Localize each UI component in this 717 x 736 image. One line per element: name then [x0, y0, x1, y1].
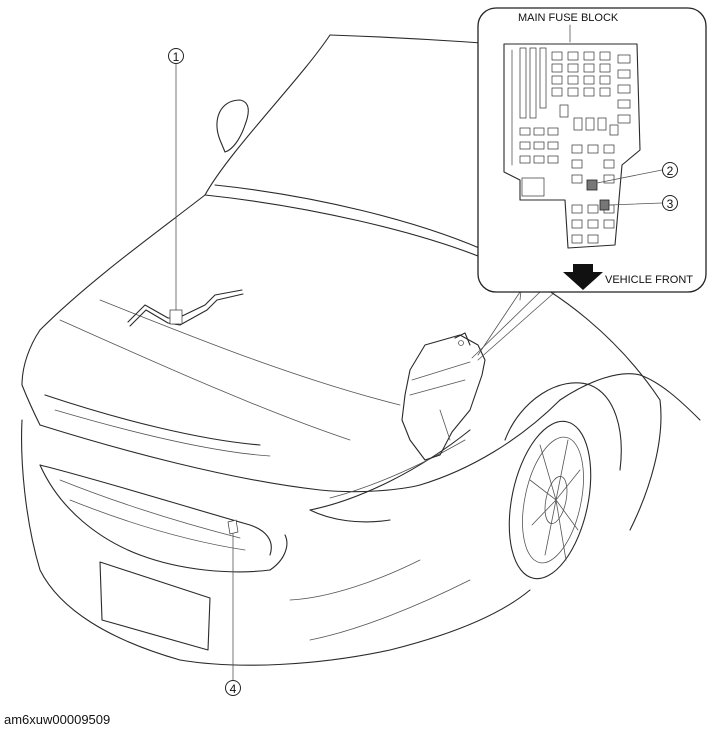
- callout-1: 1: [168, 48, 184, 311]
- callout-1-number: 1: [173, 50, 180, 64]
- callout-2: 2: [662, 162, 678, 178]
- relay-3: [599, 199, 610, 211]
- callout-4-number: 4: [230, 682, 237, 696]
- vehicle-body: [21, 34, 701, 666]
- callout-2-number: 2: [667, 164, 674, 178]
- fuse-grid-upper: [519, 47, 631, 136]
- fuse-grid-left: [519, 127, 559, 197]
- figure-id: am6xuw00009509: [4, 712, 111, 727]
- vehicle-front-arrow-icon: [563, 264, 603, 290]
- fuse-grid-lower: [571, 144, 615, 244]
- vehicle-front-label: VEHICLE FRONT: [605, 274, 693, 286]
- inset-title: MAIN FUSE BLOCK: [518, 12, 619, 24]
- fuse-box-component: [401, 291, 556, 461]
- callout-4: 4: [225, 533, 241, 696]
- callout-3: 3: [662, 195, 678, 211]
- callout-3-number: 3: [667, 197, 674, 211]
- relay-2: [586, 179, 598, 191]
- main-fuse-block-inset: MAIN FUSE BLOCK: [477, 7, 707, 293]
